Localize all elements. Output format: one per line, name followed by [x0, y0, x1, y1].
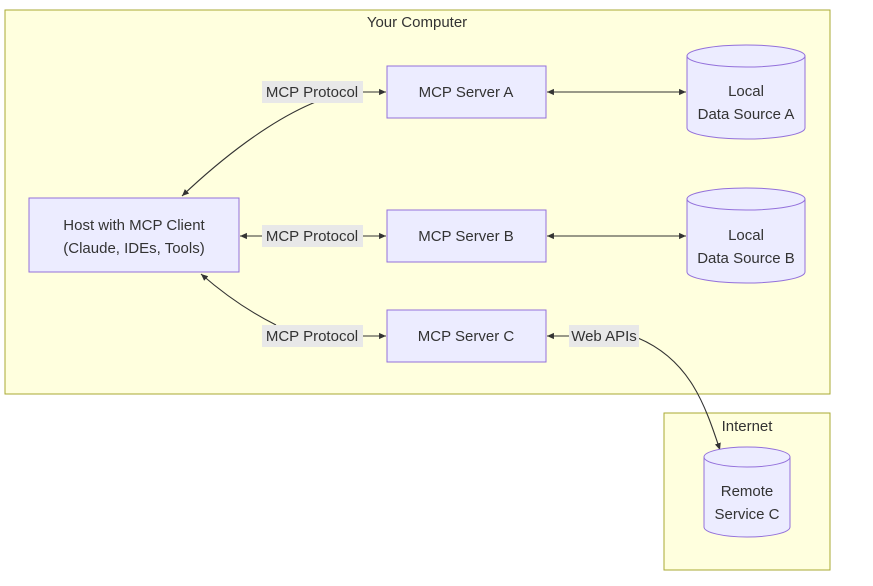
edge-label-web-apis: Web APIs — [569, 325, 639, 347]
cluster-internet: Internet — [663, 412, 831, 571]
node-server-c-label: MCP Server C — [418, 328, 515, 345]
edge-label-host-server-c-text: MCP Protocol — [266, 328, 358, 345]
node-data-source-b: Local Data Source B — [686, 187, 806, 284]
node-host-line-2: (Claude, IDEs, Tools) — [63, 240, 204, 257]
edge-host-server-a — [181, 100, 319, 197]
edge-label-web-apis-text: Web APIs — [571, 328, 637, 345]
edge-label-host-server-b-text: MCP Protocol — [266, 228, 358, 245]
node-data-source-a-line-1: Local — [728, 83, 764, 100]
node-host: Host with MCP Client (Claude, IDEs, Tool… — [28, 197, 240, 273]
node-server-a-label: MCP Server A — [419, 84, 514, 101]
node-host-line-1: Host with MCP Client — [63, 217, 205, 234]
cluster-internet-title: Internet — [722, 418, 774, 435]
node-server-c: MCP Server C — [386, 309, 547, 363]
node-remote-service-c-line-1: Remote — [721, 483, 774, 500]
edge-label-host-server-a-text: MCP Protocol — [266, 84, 358, 101]
edge-label-host-server-a: MCP Protocol — [262, 81, 363, 103]
node-data-source-b-line-1: Local — [728, 227, 764, 244]
node-remote-service-c-line-2: Service C — [714, 506, 779, 523]
node-data-source-a: Local Data Source A — [686, 44, 806, 140]
edge-web-apis-remote — [637, 337, 721, 451]
node-server-b-label: MCP Server B — [418, 228, 514, 245]
node-server-b: MCP Server B — [386, 209, 547, 263]
node-server-a: MCP Server A — [386, 65, 547, 119]
edge-host-server-c — [200, 273, 277, 326]
node-data-source-b-line-2: Data Source B — [697, 250, 795, 267]
edge-label-host-server-b: MCP Protocol — [262, 225, 363, 247]
cluster-your-computer-title: Your Computer — [367, 14, 467, 31]
edge-label-host-server-c: MCP Protocol — [262, 325, 363, 347]
node-data-source-a-line-2: Data Source A — [698, 106, 795, 123]
node-remote-service-c: Remote Service C — [703, 446, 791, 538]
